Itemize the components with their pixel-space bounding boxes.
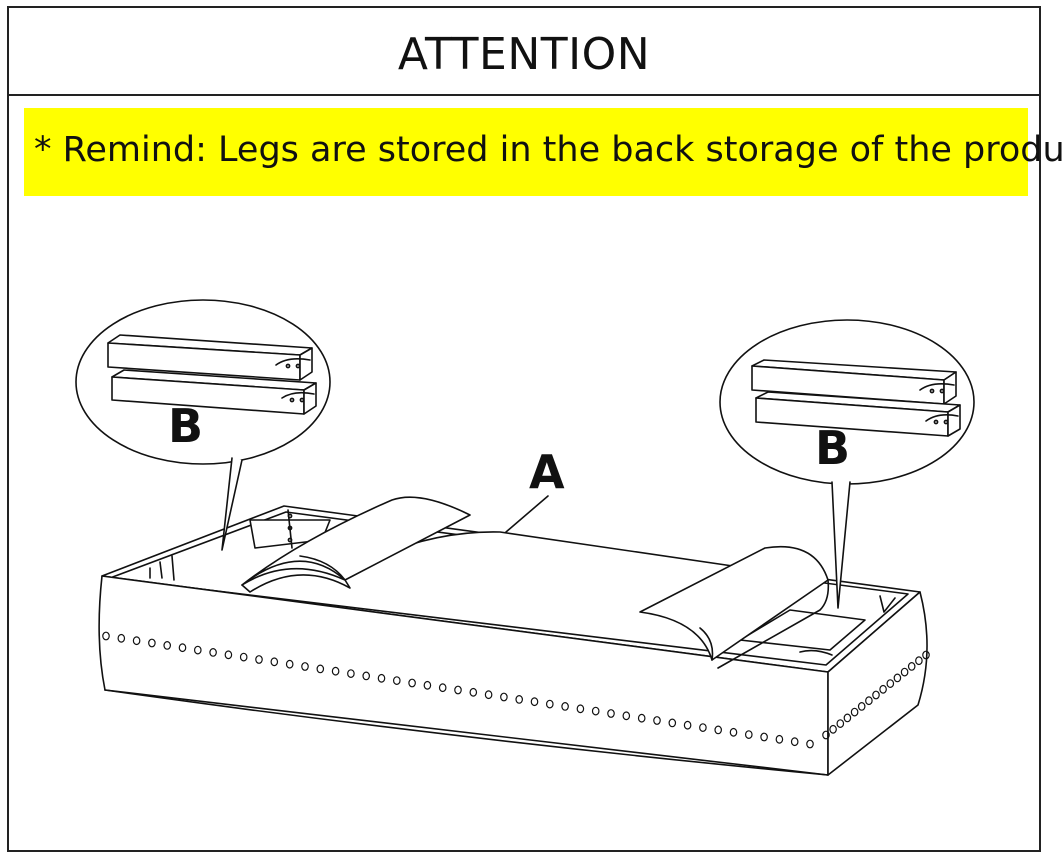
rivet (744, 730, 753, 739)
rivet (900, 667, 909, 677)
rivet (729, 727, 738, 737)
rivet (591, 706, 600, 716)
rivet (822, 730, 830, 740)
rivet (484, 690, 493, 700)
rivet (500, 692, 508, 702)
rivet (331, 666, 340, 676)
rivet (850, 707, 859, 717)
rivet (530, 697, 539, 707)
left-detail-bubble (75, 299, 331, 551)
rivet (843, 713, 852, 723)
rivet (836, 719, 845, 728)
rivet (775, 734, 784, 744)
rivet (423, 680, 432, 690)
rivet (270, 657, 279, 667)
rivet (239, 652, 248, 662)
rivet (714, 725, 723, 735)
reminder-text: * Remind: Legs are stored in the back st… (34, 130, 1063, 170)
rivet (622, 711, 631, 721)
rivet (829, 724, 837, 734)
rivet (922, 650, 930, 660)
rivet (879, 684, 887, 694)
rivet (255, 655, 263, 664)
rivet (362, 671, 371, 681)
rivet (117, 633, 126, 643)
reminder-banner: * Remind: Legs are stored in the back st… (24, 108, 1063, 196)
rivet (148, 638, 156, 648)
rivet (194, 645, 202, 655)
rivet (209, 648, 217, 657)
rivet (653, 716, 661, 725)
rivet (545, 699, 554, 709)
rivet (699, 723, 707, 732)
part-b-left-label: B (168, 399, 203, 453)
rivet (907, 662, 916, 671)
rivet (806, 739, 814, 749)
rivet (872, 690, 880, 700)
rivet (668, 718, 677, 728)
rivet (915, 656, 923, 666)
rivet (607, 709, 615, 718)
rivet (637, 713, 646, 723)
rivet (683, 720, 692, 730)
rivet (102, 631, 110, 641)
rivet (163, 641, 172, 650)
part-a-leader (505, 495, 549, 533)
rivet (377, 673, 386, 683)
right-arm-cushion (639, 545, 830, 669)
part-b-right-label: B (815, 421, 850, 475)
rivet (865, 696, 873, 706)
left-arm-cushion (241, 496, 471, 593)
rivet (285, 659, 294, 669)
rivet (454, 685, 462, 695)
diagram-frame (7, 6, 1041, 852)
rivet (132, 636, 141, 646)
rivet (886, 679, 895, 688)
rivet (408, 678, 416, 688)
rivet (760, 732, 768, 742)
rivet (857, 702, 866, 711)
rivet (576, 704, 585, 714)
rivet (561, 702, 569, 711)
rivet (178, 643, 187, 653)
rivet (515, 695, 524, 704)
rivet (469, 687, 478, 697)
right-detail-bubble (719, 319, 975, 609)
page-title: ATTENTION (397, 29, 651, 80)
rivet (392, 676, 401, 685)
title-divider (7, 94, 1041, 96)
rivet (438, 683, 447, 693)
rivet (316, 664, 325, 674)
rivet (790, 737, 799, 747)
part-a-label: A (529, 445, 565, 499)
rivet (224, 650, 233, 660)
rivet (893, 673, 902, 683)
rivet-row (102, 631, 930, 749)
rivet (301, 662, 309, 671)
rivet (347, 669, 355, 678)
